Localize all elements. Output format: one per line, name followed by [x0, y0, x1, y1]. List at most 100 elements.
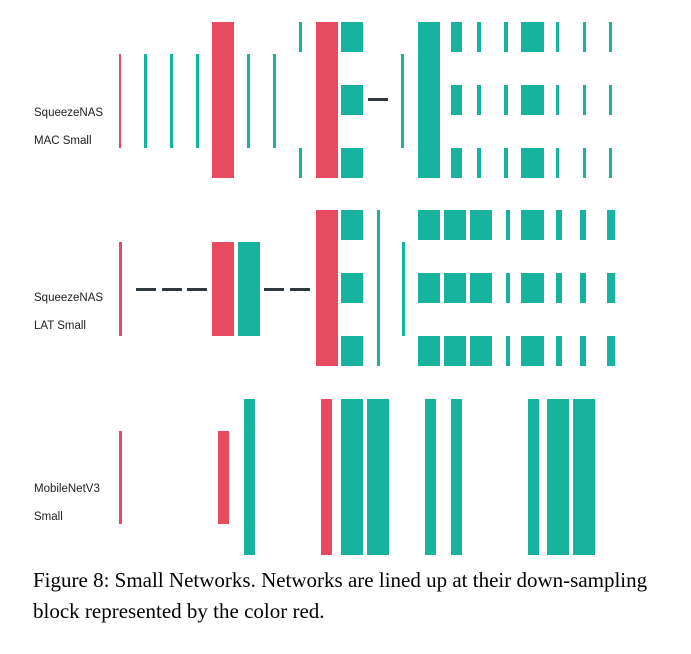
network-block — [556, 273, 562, 303]
network-block — [341, 22, 363, 52]
downsample-block — [316, 22, 338, 178]
downsample-block — [316, 210, 338, 366]
network-block — [341, 148, 363, 178]
network-label-line1: SqueezeNAS — [34, 292, 104, 304]
network-block — [402, 242, 405, 336]
downsample-block — [119, 242, 122, 336]
network-block — [573, 399, 595, 555]
figure-caption: Figure 8: Small Networks. Networks are l… — [33, 568, 648, 623]
skip-connection — [136, 288, 156, 291]
network-row-lat-small — [119, 210, 615, 366]
network-block — [451, 85, 462, 115]
network-block — [299, 22, 302, 52]
skip-connection — [187, 288, 207, 291]
network-label-mac-small: SqueezeNAS MAC Small — [34, 92, 103, 148]
network-label-line2: Small — [34, 511, 63, 523]
network-block — [580, 336, 586, 366]
network-block — [607, 273, 615, 303]
downsample-block — [119, 431, 122, 524]
network-row-mac-small — [119, 22, 612, 178]
network-block — [583, 22, 586, 52]
network-block — [367, 399, 389, 555]
network-block — [451, 22, 462, 52]
downsample-block — [119, 54, 121, 148]
skip-connection — [162, 288, 182, 291]
network-block — [521, 273, 544, 303]
network-label-line1: MobileNetV3 — [34, 483, 100, 495]
network-blocks-svg — [119, 22, 615, 555]
network-block — [583, 148, 586, 178]
network-block — [444, 210, 466, 240]
network-block — [444, 273, 466, 303]
network-block — [425, 399, 436, 555]
network-label-line2: LAT Small — [34, 320, 86, 332]
network-block — [521, 22, 544, 52]
network-block — [580, 273, 586, 303]
network-block — [196, 54, 199, 148]
network-block — [477, 148, 481, 178]
network-block — [609, 22, 612, 52]
skip-connection — [368, 98, 388, 101]
network-block — [477, 22, 481, 52]
network-block — [506, 336, 510, 366]
network-label-line2: MAC Small — [34, 135, 92, 147]
network-block — [477, 85, 481, 115]
skip-connection — [264, 288, 284, 291]
network-block — [521, 85, 544, 115]
network-block — [418, 210, 440, 240]
network-block — [547, 399, 569, 555]
network-block — [341, 273, 363, 303]
network-block — [583, 85, 586, 115]
network-block — [244, 399, 255, 555]
network-block — [504, 85, 508, 115]
network-block — [556, 85, 559, 115]
network-block — [401, 54, 404, 148]
network-block — [470, 210, 492, 240]
network-block — [470, 336, 492, 366]
network-row-mobilenetv3-small — [119, 399, 595, 555]
network-block — [528, 399, 539, 555]
network-block — [506, 210, 510, 240]
downsample-block — [212, 242, 234, 336]
network-block — [341, 210, 363, 240]
network-block — [607, 210, 615, 240]
network-block — [341, 399, 363, 555]
network-block — [506, 273, 510, 303]
network-block — [580, 210, 586, 240]
network-block — [607, 336, 615, 366]
network-block — [556, 22, 559, 52]
network-block — [470, 273, 492, 303]
downsample-block — [212, 22, 234, 178]
network-block — [504, 148, 508, 178]
network-block — [609, 85, 612, 115]
network-block — [418, 273, 440, 303]
network-block — [418, 336, 440, 366]
network-block — [556, 336, 562, 366]
network-block — [377, 210, 380, 366]
network-block — [273, 54, 276, 148]
network-block — [170, 54, 173, 148]
network-block — [451, 399, 462, 555]
network-block — [504, 22, 508, 52]
network-block — [341, 85, 363, 115]
network-block — [444, 336, 466, 366]
network-block — [556, 210, 562, 240]
network-block — [609, 148, 612, 178]
network-block — [451, 148, 462, 178]
network-block — [418, 22, 440, 178]
skip-connection — [290, 288, 310, 291]
network-block — [238, 242, 260, 336]
network-block — [299, 148, 302, 178]
network-block — [341, 336, 363, 366]
network-block — [521, 210, 544, 240]
network-label-lat-small: SqueezeNAS LAT Small — [34, 277, 103, 333]
network-label-line1: SqueezeNAS — [34, 107, 104, 119]
network-block — [144, 54, 147, 148]
downsample-block — [321, 399, 332, 555]
network-label-mobilenetv3-small: MobileNetV3 Small — [34, 468, 100, 524]
network-block — [521, 148, 544, 178]
network-block — [521, 336, 544, 366]
network-block — [556, 148, 559, 178]
network-block — [247, 54, 250, 148]
downsample-block — [218, 431, 229, 524]
